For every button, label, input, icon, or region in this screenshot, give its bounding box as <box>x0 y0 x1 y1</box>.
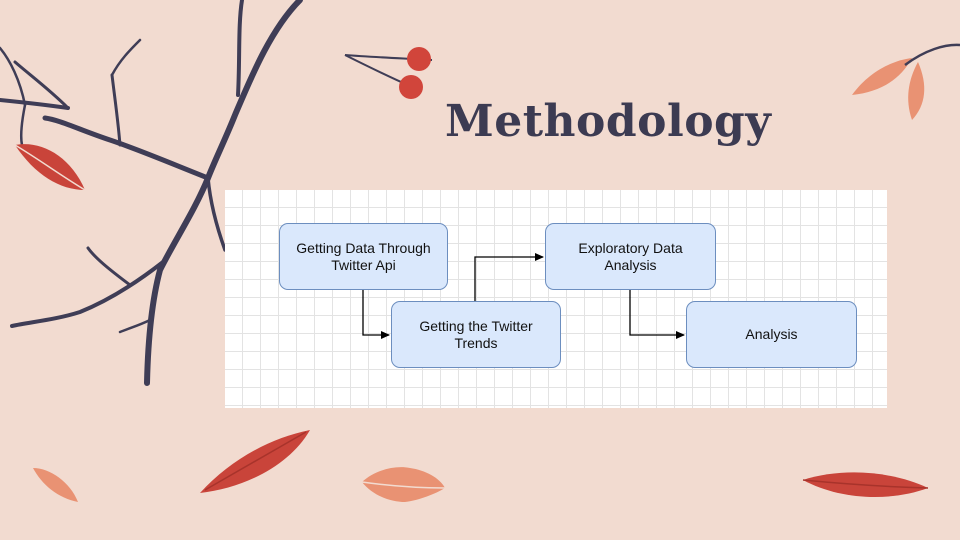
node-exploratory-analysis[interactable]: Exploratory Data Analysis <box>545 223 716 290</box>
red-berries-icon <box>344 47 433 99</box>
node-label: Getting Data Through Twitter Api <box>296 239 431 273</box>
node-twitter-trends[interactable]: Getting the Twitter Trends <box>391 301 561 368</box>
tree-branch-icon <box>0 0 303 386</box>
orange-leaf-icon <box>852 43 960 120</box>
small-leaf-icon <box>33 468 78 502</box>
edge-trends-to-eda <box>474 253 544 301</box>
node-label: Getting the Twitter Trends <box>419 317 533 351</box>
node-getting-data[interactable]: Getting Data Through Twitter Api <box>279 223 448 290</box>
red-long-leaf-icon <box>802 472 929 498</box>
edge-data-to-trends <box>362 290 390 339</box>
node-label: Exploratory Data Analysis <box>578 239 683 273</box>
slide-title: Methodology <box>445 96 772 147</box>
red-leaf-icon <box>14 144 86 191</box>
node-analysis[interactable]: Analysis <box>686 301 857 368</box>
flowchart-connectors <box>362 253 685 339</box>
red-feather-leaf-icon <box>200 430 310 493</box>
methodology-flowchart: Getting Data Through Twitter Api Getting… <box>225 190 887 408</box>
peach-oak-leaf-icon <box>361 467 446 502</box>
edge-eda-to-analysis <box>629 290 685 339</box>
node-label: Analysis <box>745 326 798 342</box>
